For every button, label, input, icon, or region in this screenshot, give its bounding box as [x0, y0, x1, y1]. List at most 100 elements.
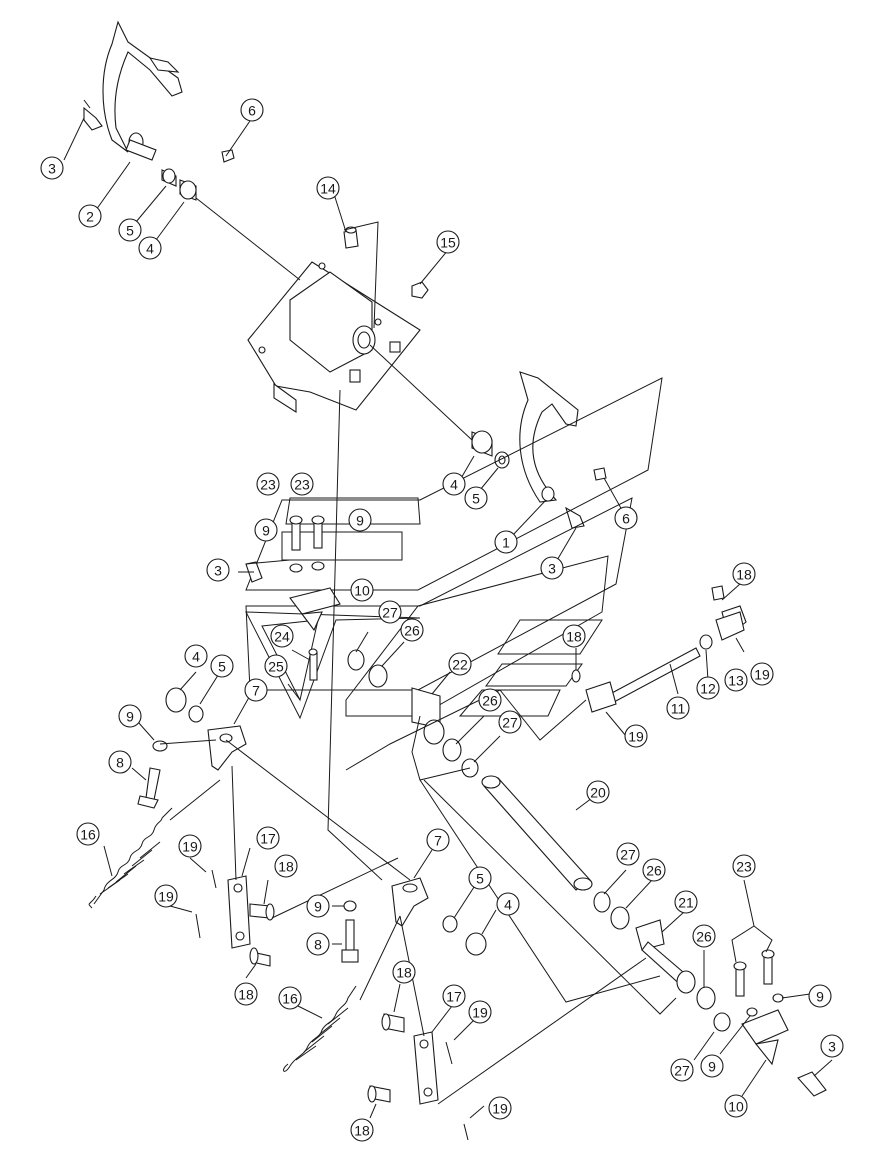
callout-6: 6 — [614, 506, 638, 530]
washer-9-mid-right — [311, 561, 325, 571]
callout-18: 18 — [234, 982, 258, 1006]
callout-label: 3 — [828, 1039, 836, 1055]
bracket-10-right — [741, 1009, 789, 1066]
callout-7: 7 — [426, 828, 450, 852]
callout-circle — [154, 884, 178, 908]
clevis-13 — [715, 611, 745, 641]
callout-label: 8 — [314, 937, 322, 953]
bushing-4-left — [165, 687, 187, 713]
bracket-21 — [635, 919, 665, 951]
callout-circle — [206, 558, 230, 582]
callout-label: 22 — [452, 657, 468, 673]
callout-circle — [494, 530, 518, 554]
link-17-center — [413, 1031, 439, 1105]
callout-4: 4 — [184, 644, 208, 668]
callout-circle — [436, 230, 460, 254]
bolt-24-25 — [308, 648, 318, 681]
callout-label: 18 — [396, 965, 412, 981]
lever-shaft-21 — [641, 941, 696, 994]
callout-label: 16 — [282, 991, 298, 1007]
callout-9: 9 — [118, 704, 142, 728]
callout-label: 18 — [354, 1123, 370, 1139]
callout-label: 27 — [674, 1063, 690, 1079]
clevis-pin-3-top — [83, 99, 103, 131]
callout-4: 4 — [442, 472, 466, 496]
callout-circle — [40, 156, 64, 180]
callout-label: 18 — [736, 567, 752, 583]
lever-7-lower — [391, 877, 429, 927]
callout-19: 19 — [178, 834, 202, 858]
bolt-14 — [343, 226, 359, 249]
callout-label: 5 — [126, 223, 134, 239]
callout-circle — [488, 1096, 512, 1120]
callout-circle — [732, 562, 756, 586]
callout-label: 4 — [450, 477, 458, 493]
callout-label: 7 — [434, 833, 442, 849]
callout-label: 9 — [262, 523, 270, 539]
callout-circle — [808, 984, 832, 1008]
callout-label: 17 — [260, 831, 276, 847]
bracket-22 — [411, 687, 445, 745]
callout-label: 26 — [696, 929, 712, 945]
callout-label: 4 — [192, 649, 200, 665]
callout-9: 9 — [348, 508, 372, 532]
callout-circle — [464, 486, 488, 510]
callout-2: 2 — [78, 204, 102, 228]
callout-label: 19 — [158, 889, 174, 905]
callout-circle — [586, 780, 610, 804]
callout-label: 18 — [238, 987, 254, 1003]
callout-6: 6 — [240, 98, 264, 122]
callout-27: 27 — [616, 842, 640, 866]
callout-label: 25 — [268, 659, 284, 675]
callout-label: 9 — [314, 899, 322, 915]
callout-label: 4 — [146, 241, 154, 257]
callout-circle — [478, 688, 502, 712]
bushing-27-upper — [347, 649, 365, 671]
rod-end-block — [585, 681, 617, 713]
callout-circle — [178, 834, 202, 858]
rod-11 — [609, 647, 701, 703]
callout-12: 12 — [696, 676, 720, 700]
callout-26: 26 — [642, 858, 666, 882]
callout-label: 19 — [182, 839, 198, 855]
callout-circle — [724, 668, 748, 692]
shaft-20 — [481, 775, 593, 891]
bushing-26-lower — [610, 906, 630, 930]
callout-circle — [210, 654, 234, 678]
callout-circle — [254, 518, 278, 542]
pedal-arm-lower — [519, 371, 607, 503]
callout-label: 9 — [356, 513, 364, 529]
callout-circle — [674, 890, 698, 914]
callout-circle — [442, 984, 466, 1008]
clevis-pin-18-mid — [571, 669, 581, 683]
callout-circle — [244, 678, 268, 702]
callout-18: 18 — [350, 1118, 374, 1142]
callout-label: 2 — [86, 209, 94, 225]
washer-9-center — [343, 900, 357, 912]
callout-label: 13 — [728, 673, 744, 689]
callout-circle — [290, 472, 314, 496]
callout-circle — [616, 842, 640, 866]
callout-10: 10 — [724, 1094, 748, 1118]
callout-4: 4 — [138, 236, 162, 260]
callout-15: 15 — [436, 230, 460, 254]
callout-circle — [76, 822, 100, 846]
pedal-bracket — [247, 261, 421, 414]
callout-27: 27 — [378, 600, 402, 624]
callout-circle — [108, 750, 132, 774]
callout-label: 23 — [736, 859, 752, 875]
washer-9-right-b — [746, 1007, 758, 1017]
callout-17: 17 — [256, 826, 280, 850]
callout-circle — [278, 986, 302, 1010]
callout-label: 6 — [248, 103, 256, 119]
callout-26: 26 — [400, 618, 424, 642]
callout-5: 5 — [118, 218, 142, 242]
callout-circle — [274, 854, 298, 878]
callout-circle — [562, 624, 586, 648]
callout-label: 10 — [354, 583, 370, 599]
bushing-4-center — [465, 932, 487, 956]
callout-18: 18 — [392, 960, 416, 984]
callout-label: 21 — [678, 895, 694, 911]
callout-20: 20 — [586, 780, 610, 804]
